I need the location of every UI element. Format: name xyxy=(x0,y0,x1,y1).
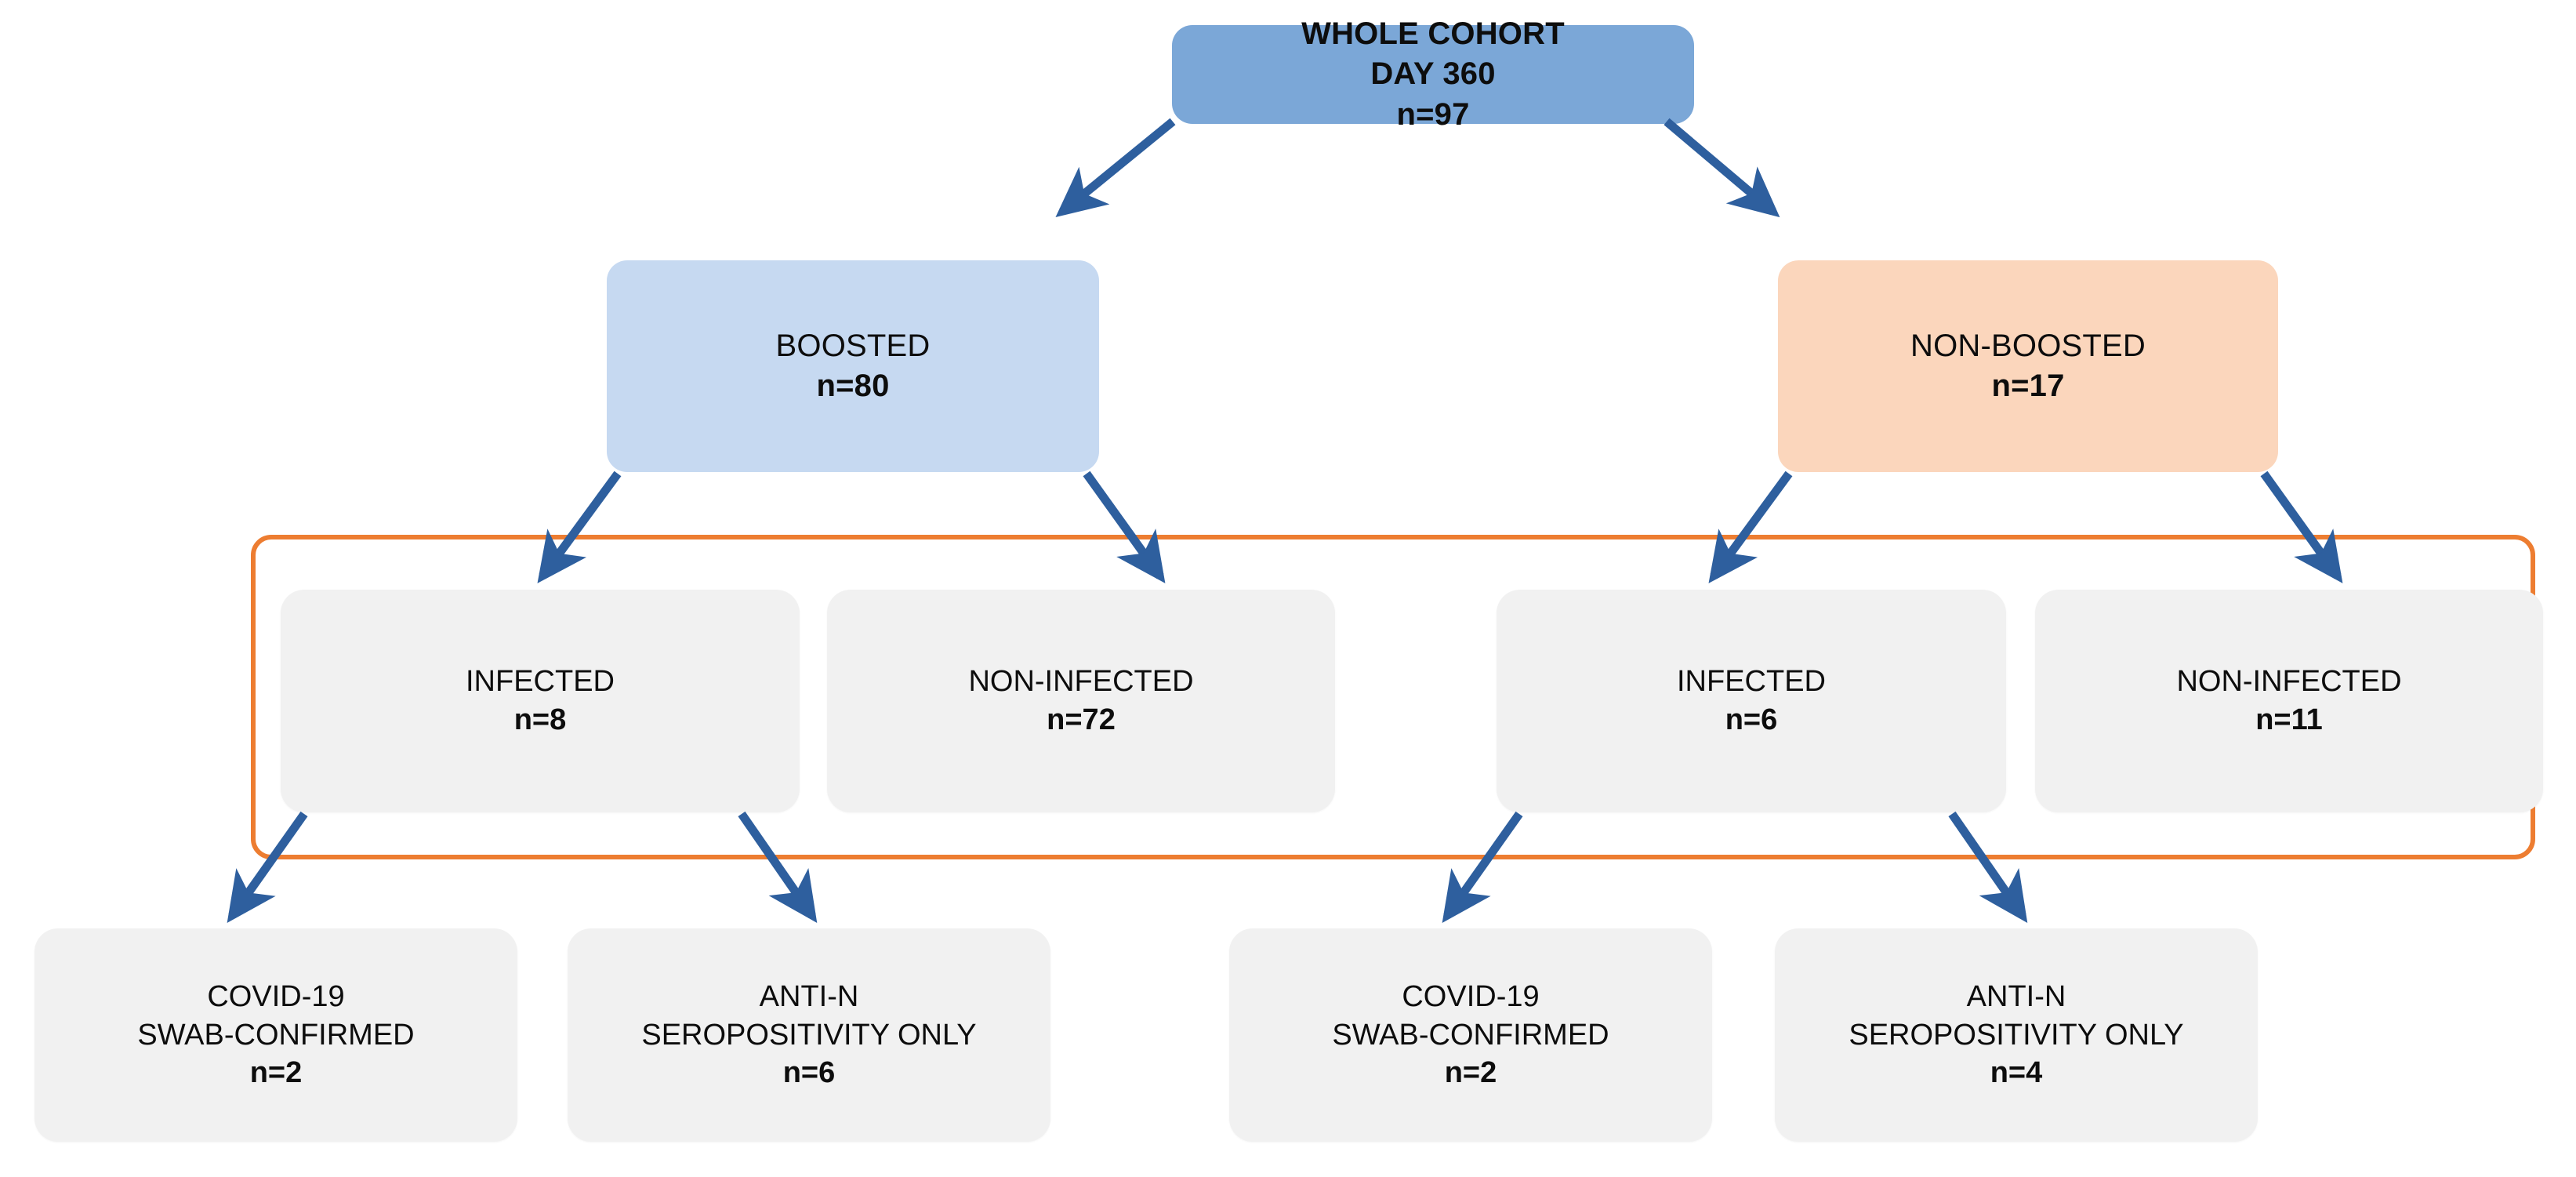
node-label: BOOSTED xyxy=(775,328,931,363)
node-line-1: WHOLE COHORT xyxy=(1301,16,1565,52)
node-non-boosted[interactable]: NON-BOOSTED n=17 xyxy=(1778,260,2278,472)
node-label: NON-INFECTED xyxy=(2176,665,2402,699)
node-boosted-non-infected[interactable]: NON-INFECTED n=72 xyxy=(827,590,1335,812)
node-count: n=8 xyxy=(513,703,567,736)
node-label: INFECTED xyxy=(466,665,615,699)
node-boosted-infected[interactable]: INFECTED n=8 xyxy=(281,590,800,812)
node-whole-cohort[interactable]: WHOLE COHORT DAY 360 n=97 xyxy=(1172,16,1694,132)
node-line-1: COVID-19 xyxy=(207,980,345,1014)
node-count: n=72 xyxy=(1047,703,1116,736)
node-non-boosted-non-infected[interactable]: NON-INFECTED n=11 xyxy=(2035,590,2543,812)
arrow-root-to-non-boosted xyxy=(1664,118,1780,218)
node-count: n=6 xyxy=(1725,703,1778,736)
node-non-boosted-swab-confirmed[interactable]: COVID-19 SWAB-CONFIRMED n=2 xyxy=(1229,928,1712,1142)
node-count: n=97 xyxy=(1396,96,1470,132)
node-count: n=2 xyxy=(1444,1056,1497,1090)
node-boosted-seropositivity[interactable]: ANTI-N SEROPOSITIVITY ONLY n=6 xyxy=(568,928,1050,1142)
node-line-2: SEROPOSITIVITY ONLY xyxy=(641,1018,977,1052)
node-line-1: ANTI-N xyxy=(1966,980,2066,1014)
node-count: n=80 xyxy=(816,369,890,403)
node-line-1: ANTI-N xyxy=(759,980,859,1014)
node-line-2: DAY 360 xyxy=(1370,56,1496,92)
node-label: INFECTED xyxy=(1677,665,1826,699)
node-non-boosted-seropositivity[interactable]: ANTI-N SEROPOSITIVITY ONLY n=4 xyxy=(1775,928,2258,1142)
node-non-boosted-infected[interactable]: INFECTED n=6 xyxy=(1497,590,2006,812)
node-boosted[interactable]: BOOSTED n=80 xyxy=(607,260,1099,472)
node-line-2: SEROPOSITIVITY ONLY xyxy=(1849,1018,2184,1052)
node-label: NON-BOOSTED xyxy=(1910,328,2146,363)
node-count: n=17 xyxy=(1991,369,2065,403)
node-count: n=11 xyxy=(2255,703,2323,736)
node-count: n=4 xyxy=(1990,1056,2043,1090)
node-line-2: SWAB-CONFIRMED xyxy=(137,1018,415,1052)
node-label: NON-INFECTED xyxy=(968,665,1194,699)
arrow-root-to-boosted xyxy=(1055,118,1176,217)
node-line-2: SWAB-CONFIRMED xyxy=(1332,1018,1609,1052)
node-count: n=6 xyxy=(782,1056,836,1090)
node-boosted-swab-confirmed[interactable]: COVID-19 SWAB-CONFIRMED n=2 xyxy=(34,928,517,1142)
node-count: n=2 xyxy=(249,1056,303,1090)
node-line-1: COVID-19 xyxy=(1402,980,1540,1014)
